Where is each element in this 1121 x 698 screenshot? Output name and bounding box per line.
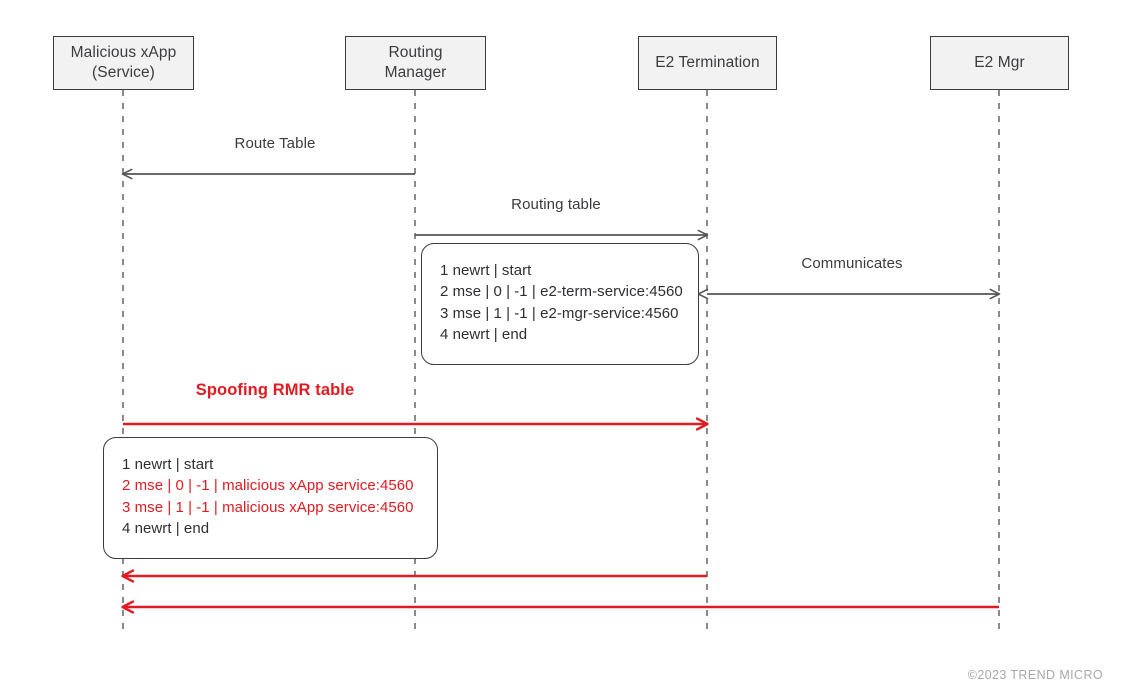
note-spoofed-routing-table: 1 newrt | start 2 mse | 0 | -1 | maliciou… [103, 437, 438, 559]
participant-label-line: Malicious xApp [70, 44, 177, 62]
note-line: 1 newrt | start [440, 262, 532, 279]
participant-label: E2 Termination [655, 53, 760, 73]
message-arrows-group [123, 168, 1001, 607]
participant-e2term: E2 Termination [638, 36, 777, 90]
note-line: 1 newrt | start [122, 456, 214, 473]
message-label-route-table: Route Table [234, 135, 316, 152]
participant-label-line: E2 Termination [655, 54, 760, 72]
note-line: 3 mse | 1 | -1 | malicious xApp service:… [122, 498, 414, 516]
participant-label: Malicious xApp (Service) [71, 43, 177, 83]
message-label-routing-table: Routing table [511, 196, 601, 213]
participant-label-line: E2 Mgr [974, 54, 1025, 72]
participant-label: E2 Mgr [974, 53, 1025, 73]
participant-label-line: (Service) [92, 64, 155, 81]
note-line: 4 newrt | end [122, 519, 210, 537]
message-label-communicates: Communicates [801, 255, 903, 272]
note-line: 2 mse | 0 | -1 | e2-term-service:4560 [440, 283, 683, 301]
participant-label-line: Routing [388, 44, 443, 62]
participant-e2mgr: E2 Mgr [930, 36, 1069, 90]
note-line: 2 mse | 0 | -1 | malicious xApp service:… [122, 477, 414, 495]
participant-label-line: Manager [384, 64, 447, 81]
note-legitimate-routing-table: 1 newrt | start 2 mse | 0 | -1 | e2-term-… [421, 243, 699, 365]
message-label-spoofing-rmr-table: Spoofing RMR table [195, 381, 355, 399]
participant-xapp: Malicious xApp (Service) [53, 36, 194, 90]
note-line: 4 newrt | end [440, 325, 528, 343]
note-line: 3 mse | 1 | -1 | e2-mgr-service:4560 [440, 304, 679, 322]
copyright-notice: ©2023 TREND MICRO [967, 668, 1103, 682]
